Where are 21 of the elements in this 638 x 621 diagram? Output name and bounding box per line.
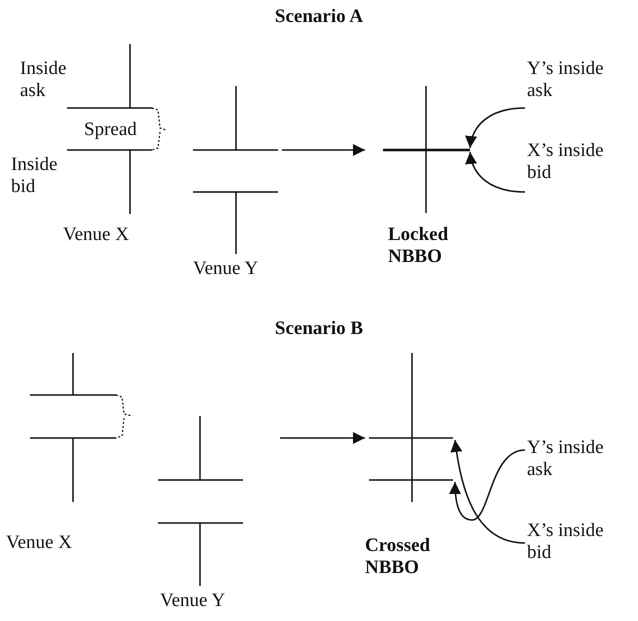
scenario-heading: Scenario B — [274, 318, 364, 340]
curved-arrow — [450, 440, 526, 544]
annotation-text: Y’s inside ask — [527, 58, 623, 102]
book-caption: Locked NBBO — [388, 224, 450, 268]
annotation-text: Y’s inside ask — [527, 437, 623, 481]
book-caption: Crossed NBBO — [365, 535, 432, 579]
venue-label: Venue X — [63, 224, 130, 246]
venue-label: Venue Y — [160, 590, 226, 612]
spread-label: Spread — [84, 119, 138, 141]
price-label: Inside bid — [11, 154, 58, 198]
arrow — [280, 432, 365, 444]
curved-arrow — [466, 107, 526, 148]
arrow — [282, 144, 365, 156]
venue-label: Venue X — [6, 532, 73, 554]
price-label: Inside ask — [20, 58, 68, 102]
venue-label: Venue Y — [193, 258, 260, 280]
annotation-text: X’s inside bid — [527, 140, 623, 184]
curved-arrow — [466, 152, 526, 193]
curved-arrow — [449, 449, 526, 521]
annotation-text: X’s inside bid — [527, 520, 623, 564]
scenario-heading: Scenario A — [274, 6, 364, 28]
